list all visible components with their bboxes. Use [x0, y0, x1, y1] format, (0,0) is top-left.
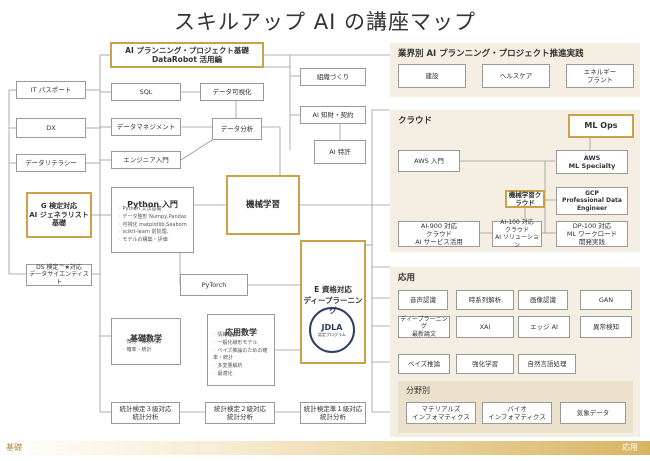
python-item: データ整形 Numpy,Pandas	[118, 214, 187, 222]
aws-intro-box[interactable]: AWS 入門	[398, 150, 460, 172]
industry-healthcare-box[interactable]: ヘルスケア	[482, 64, 550, 88]
data-analysis-box[interactable]: データ分析	[212, 118, 262, 140]
industry-energy-box[interactable]: エネルギー プラント	[566, 64, 634, 88]
dp100-box[interactable]: DP-100 対応 ML ワークロード 開発実践	[556, 221, 628, 247]
applied-xai-box[interactable]: XAI	[456, 316, 514, 338]
ai900-box[interactable]: AI-900 対応 クラウド AI サービス活用	[398, 221, 480, 247]
stat2-box[interactable]: 統計検定２級対応 統計分析	[205, 402, 275, 424]
applied-timeseries-box[interactable]: 時系列解析	[456, 290, 514, 310]
applied-math-item: 一般化線形モデル	[213, 340, 273, 348]
basic-math-items: 微分・線形代数 確率・統計	[122, 339, 162, 355]
python-item: Python 文法基礎	[118, 206, 187, 214]
data-visualization-box[interactable]: データ可視化	[200, 83, 264, 101]
ds-kentei-box[interactable]: DS 検定™★対応 データサイエンティスト	[26, 264, 92, 286]
field-materials-box[interactable]: マテリアルズ インフォマティクス	[406, 402, 476, 424]
pytorch-box[interactable]: PyTorch	[180, 274, 248, 296]
data-literacy-box[interactable]: データリテラシー	[16, 154, 86, 172]
applied-title: 応用	[398, 273, 416, 283]
basic-math-item: 確率・統計	[122, 347, 162, 355]
aws-ml-specialty-box[interactable]: AWS ML Specialty	[556, 150, 628, 174]
jdla-badge: JDLA 認定プログラム	[309, 307, 355, 353]
applied-image-box[interactable]: 画像認識	[518, 290, 568, 310]
g-kentei-box[interactable]: G 検定対応 AI ジェネラリスト 基礎	[26, 192, 92, 238]
stat3-box[interactable]: 統計検定３級対応 統計分析	[111, 402, 180, 424]
applied-nlp-box[interactable]: 自然言語処理	[518, 354, 576, 374]
python-item: 可視化 matplotlib,Seaborn	[118, 222, 187, 230]
gcp-box[interactable]: GCP Professional Data Engineer	[556, 187, 628, 215]
field-bio-box[interactable]: バイオ インフォマティクス	[482, 402, 552, 424]
applied-math-item: 最適化	[213, 371, 273, 379]
applied-math-item: 多変量解析	[213, 363, 273, 371]
basic-math-item: 微分・線形代数	[122, 339, 162, 347]
machine-learning-box[interactable]: 機械学習	[226, 175, 300, 235]
applied-math-item: 情報理論	[213, 332, 273, 340]
progress-axis-bar	[0, 441, 650, 455]
axis-label-applied: 応用	[622, 443, 638, 452]
jdla-badge-main: JDLA	[321, 322, 343, 332]
python-intro-title: Python 入門	[127, 200, 178, 210]
industry-title: 業界別 AI プランニング・プロジェクト推進実践	[398, 49, 584, 59]
ml-cloud-box[interactable]: 機械学習クラウド	[505, 190, 545, 208]
ai-planning-box[interactable]: AI プランニング・プロジェクト基礎 DataRobot 活用編	[110, 42, 264, 68]
dx-box[interactable]: DX	[16, 118, 86, 138]
applied-speech-box[interactable]: 音声認識	[398, 290, 448, 310]
axis-label-basic: 基礎	[6, 443, 22, 452]
ai-patent-box[interactable]: AI 特許	[314, 140, 366, 164]
stat1-box[interactable]: 統計検定準１級対応 統計分析	[300, 402, 366, 424]
engineer-intro-box[interactable]: エンジニア入門	[111, 151, 181, 169]
applied-edge-ai-box[interactable]: エッジ AI	[518, 316, 570, 338]
applied-bayes-box[interactable]: ベイズ推論	[398, 354, 450, 374]
python-item: scikit-learn 前処理、	[118, 229, 187, 237]
page-title: スキルアップ AI の講座マップ	[174, 10, 476, 34]
python-item: モデルの構築・評価	[118, 237, 187, 245]
applied-anomaly-box[interactable]: 異常検知	[580, 316, 632, 338]
it-passport-box[interactable]: IT パスポート	[16, 81, 86, 99]
mlops-box[interactable]: ML Ops	[568, 114, 634, 138]
applied-rl-box[interactable]: 強化学習	[456, 354, 514, 374]
org-building-box[interactable]: 組織づくり	[300, 68, 366, 86]
jdla-badge-sub: 認定プログラム	[318, 331, 346, 337]
data-management-box[interactable]: データマネジメント	[111, 118, 181, 136]
applied-math-items: 情報理論 一般化線形モデル ベイズ推論のための確率・統計 多変量解析 最適化	[213, 332, 273, 379]
field-weather-box[interactable]: 気象データ	[560, 402, 626, 424]
cloud-title: クラウド	[398, 116, 433, 126]
field-title: 分野別	[406, 386, 430, 395]
applied-math-item: ベイズ推論のための確率・統計	[213, 348, 273, 364]
applied-gan-box[interactable]: GAN	[580, 290, 632, 310]
ai-ip-box[interactable]: AI 知財・契約	[300, 106, 366, 124]
sql-box[interactable]: SQL	[111, 83, 181, 101]
python-items: Python 文法基礎 データ整形 Numpy,Pandas 可視化 matpl…	[118, 206, 187, 245]
industry-construction-box[interactable]: 建設	[398, 64, 466, 88]
ai100-box[interactable]: AI-100 対応 クラウド AI ソリューション	[492, 219, 542, 249]
applied-dl-papers-box[interactable]: ディープラーニング 最新論文	[398, 316, 450, 338]
